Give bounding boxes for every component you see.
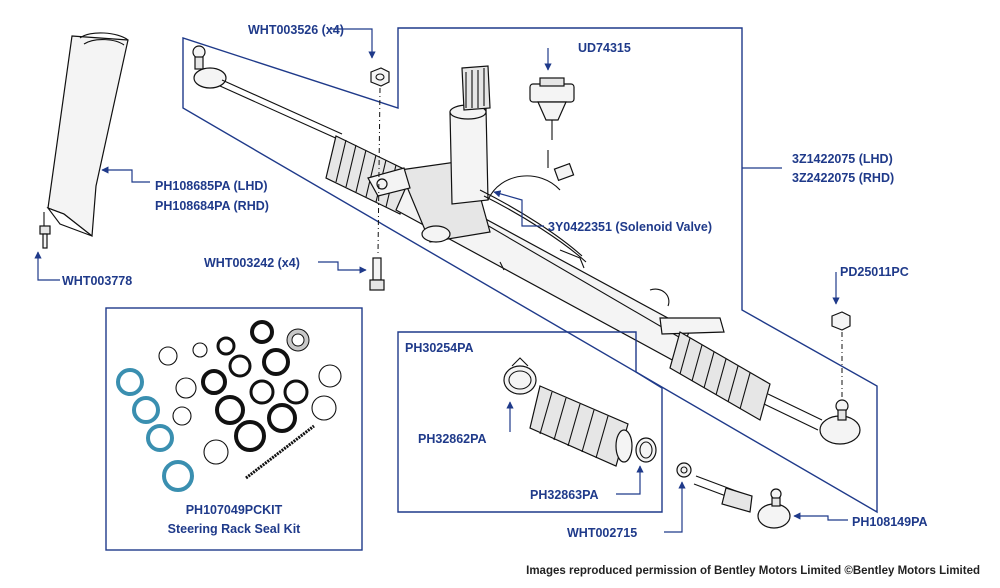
label-pd25011pc: PD25011PC bbox=[840, 265, 909, 279]
label-3z2422075: 3Z2422075 (RHD) bbox=[792, 171, 894, 185]
credit-line: Images reproduced permission of Bentley … bbox=[526, 565, 980, 577]
ring-ph32863pa-part bbox=[635, 437, 657, 463]
label-ph108684pa: PH108684PA (RHD) bbox=[155, 199, 269, 213]
tie-rod-end-ph108149pa-part bbox=[693, 475, 791, 529]
nut-wht002715-part bbox=[676, 462, 692, 478]
nut-wht003526-part bbox=[370, 67, 390, 87]
seal-kit-box bbox=[105, 307, 363, 551]
clip-ud74315-part bbox=[529, 77, 575, 140]
steering-rack-body-part bbox=[325, 65, 861, 445]
boot-detail-box bbox=[397, 331, 663, 513]
boot-ph32862pa-part bbox=[529, 385, 633, 467]
label-ph32863pa: PH32863PA bbox=[530, 488, 599, 502]
label-ph108149pa: PH108149PA bbox=[852, 515, 928, 529]
label-wht002715: WHT002715 bbox=[567, 526, 637, 540]
label-ph30254pa: PH30254PA bbox=[405, 341, 474, 355]
leader-lines bbox=[34, 28, 848, 533]
label-wht003526: WHT003526 (x4) bbox=[248, 23, 344, 37]
solenoid-valve-part bbox=[487, 150, 575, 201]
label-3z1422075: 3Z1422075 (LHD) bbox=[792, 152, 893, 166]
label-kit-name: Steering Rack Seal Kit bbox=[168, 522, 302, 536]
label-kit-part: PH107049PCKIT bbox=[186, 503, 283, 517]
nut-pd25011pc-part bbox=[831, 311, 851, 331]
seal-kit-rings bbox=[116, 320, 342, 492]
label-ph108685pa: PH108685PA (LHD) bbox=[155, 179, 268, 193]
bolt-wht003242-part bbox=[369, 257, 385, 291]
clamp-ph30254pa-part bbox=[503, 357, 537, 395]
label-3y0422351: 3Y0422351 (Solenoid Valve) bbox=[548, 220, 712, 234]
bolt-wht003778-part bbox=[39, 225, 51, 249]
left-tie-rod-part bbox=[192, 45, 343, 141]
label-wht003778: WHT003778 bbox=[62, 274, 132, 288]
column-cover-part bbox=[43, 32, 129, 238]
label-ud74315: UD74315 bbox=[578, 41, 631, 55]
label-ph32862pa: PH32862PA bbox=[418, 432, 487, 446]
label-wht003242: WHT003242 (x4) bbox=[204, 256, 300, 270]
assembly-outline-frame bbox=[182, 27, 878, 514]
